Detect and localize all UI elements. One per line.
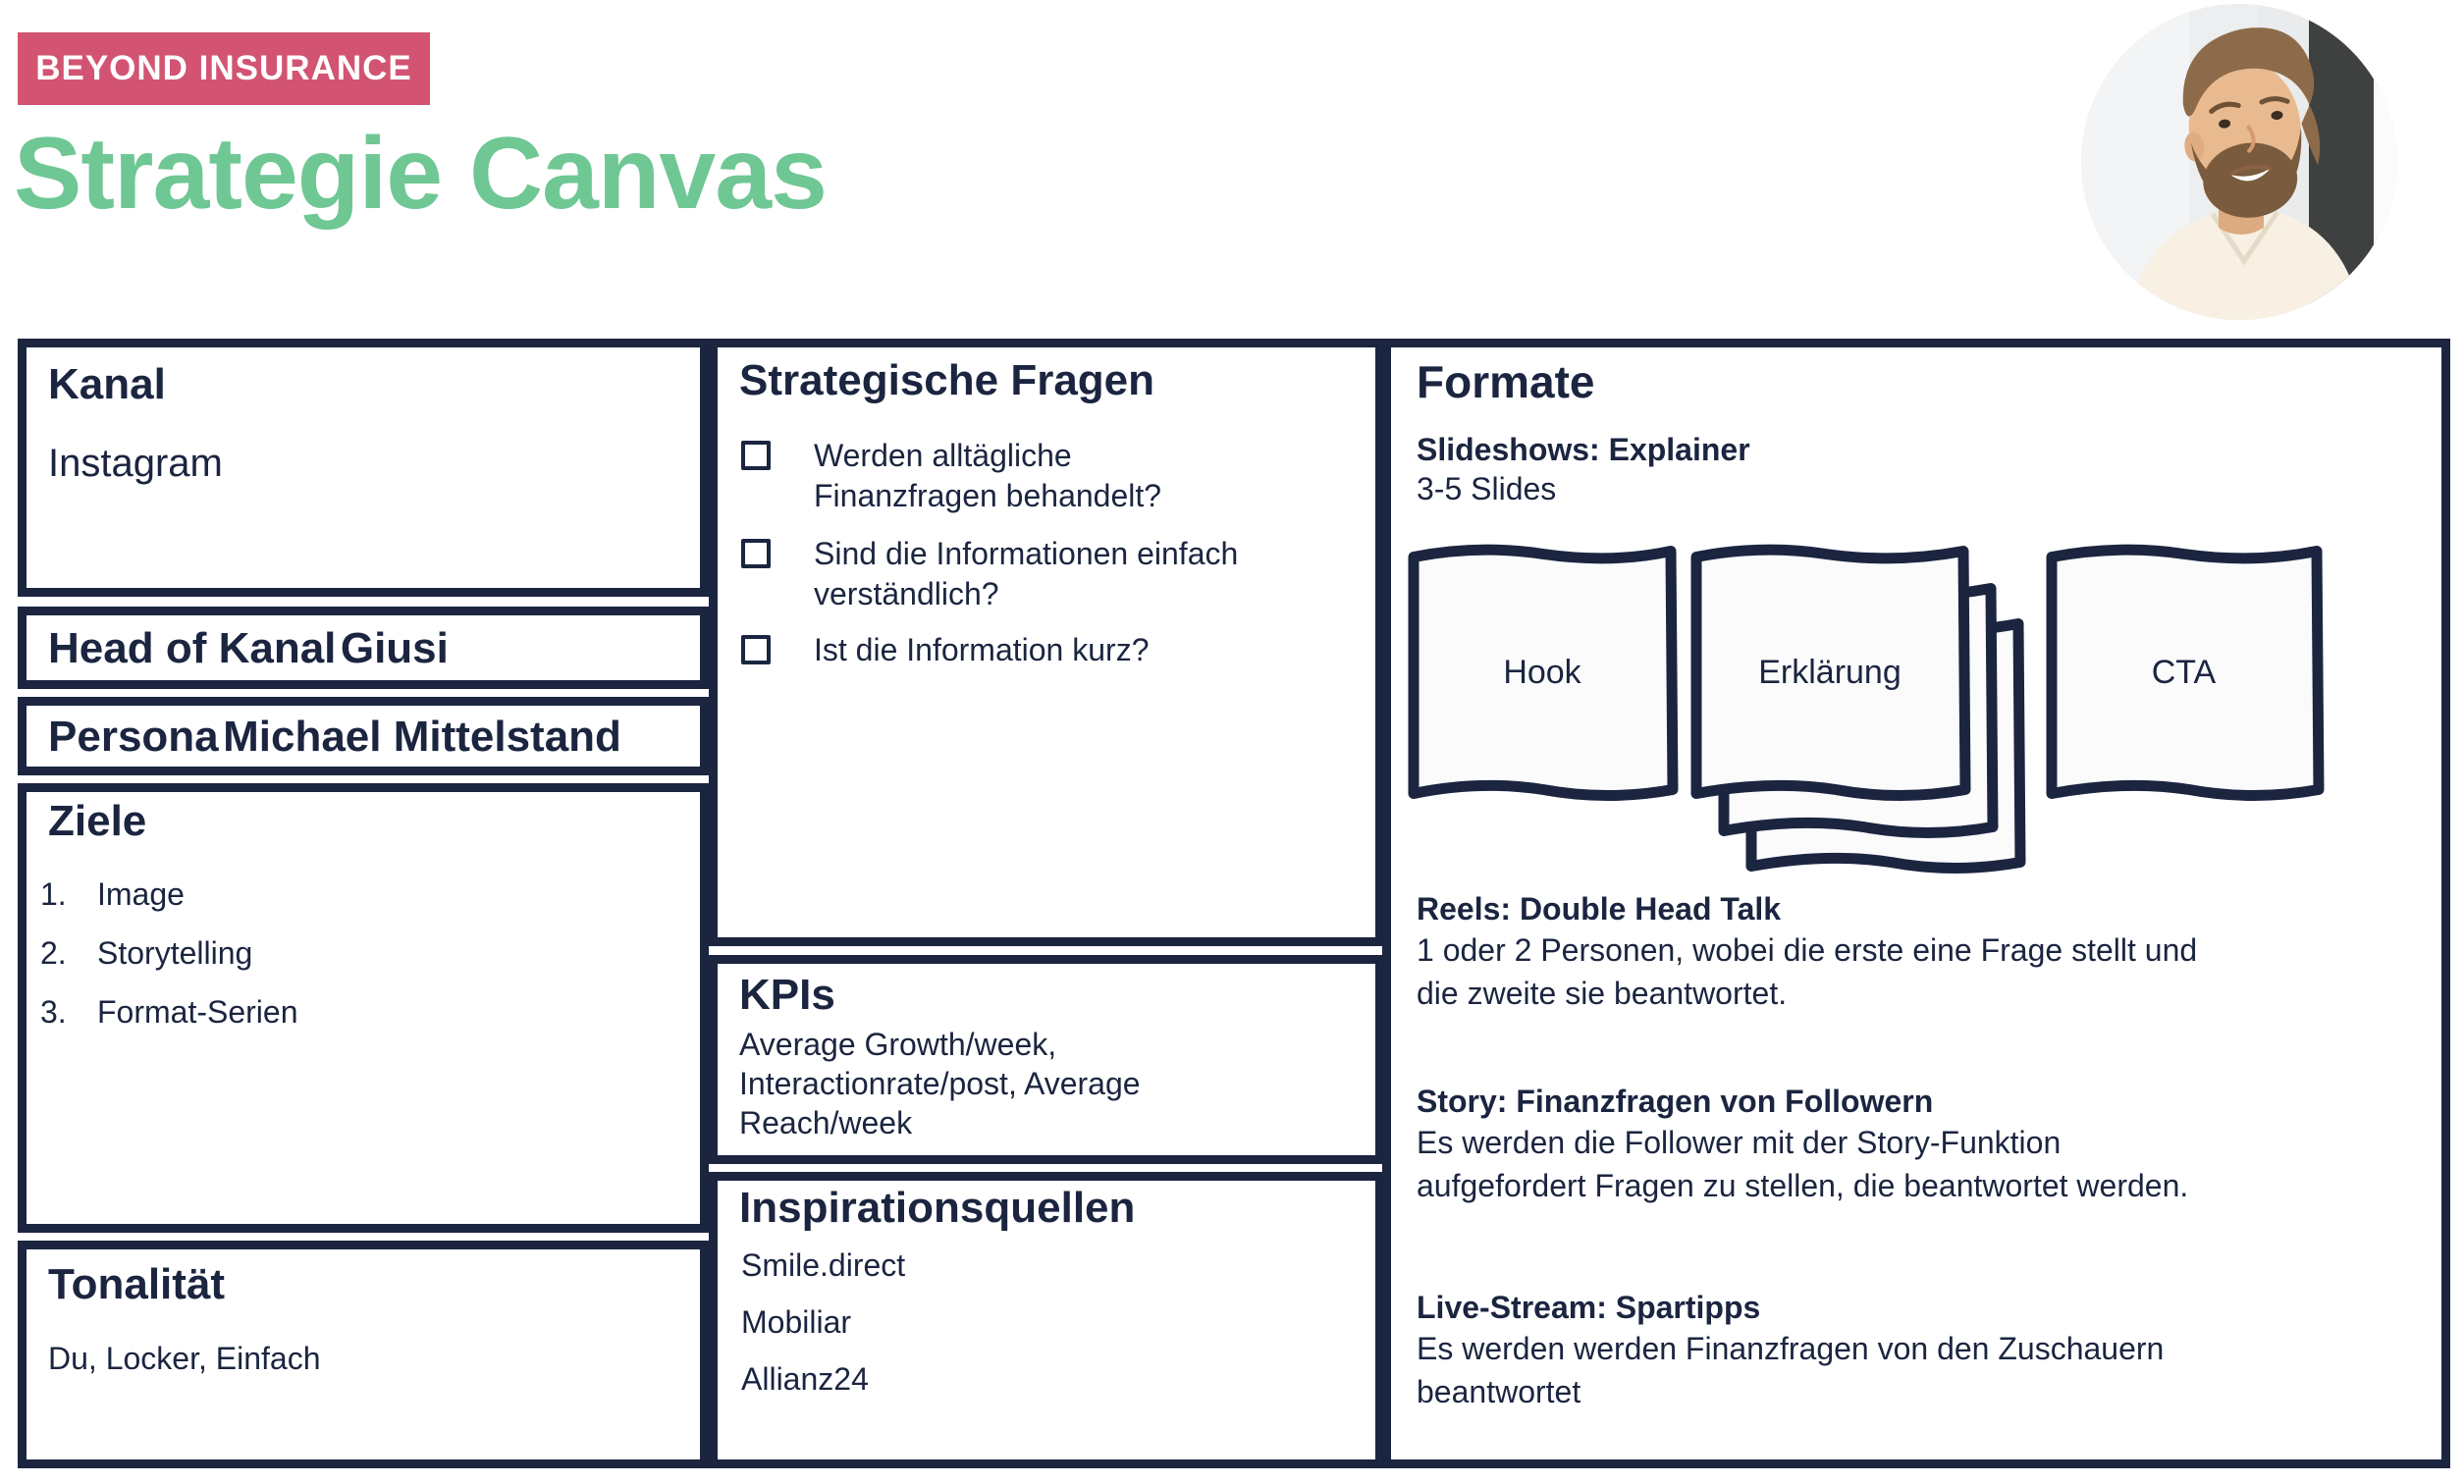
slide-boxes-drawing (1408, 544, 2325, 874)
format-section-body: Es werden die Follower mit der Story-Fun… (1417, 1125, 2189, 1203)
head-of-kanal-heading: Head of Kanal (48, 624, 337, 672)
inspirationsquellen-heading: Inspirationsquellen (739, 1184, 1136, 1232)
format-section-title: Live-Stream: Spartipps (1417, 1290, 1761, 1325)
brand-badge: BEYOND INSURANCE (18, 32, 430, 105)
slideshow-title: Slideshows: Explainer (1417, 432, 1750, 467)
list-item: 2. Storytelling (40, 935, 252, 972)
checklist-text: Ist die Information kurz? (814, 632, 1150, 667)
slide-label-cta: CTA (2151, 654, 2217, 691)
persona-value: Michael Mittelstand (223, 713, 621, 761)
persona-box: Persona Michael Mittelstand (18, 697, 709, 775)
checkbox-icon (741, 441, 771, 470)
format-section-body: 1 oder 2 Personen, wobei die erste eine … (1417, 932, 2198, 1011)
format-section-livestream: Live-Stream: Spartipps Es werden werden … (1417, 1288, 2251, 1413)
strategische-fragen-heading: Strategische Fragen (739, 356, 1155, 404)
kpis-heading: KPIs (739, 971, 835, 1019)
format-section-reels: Reels: Double Head Talk 1 oder 2 Persone… (1417, 889, 2251, 1015)
kpis-value: Average Growth/week, Interactionrate/pos… (739, 1027, 1141, 1141)
checklist-item: Werden alltägliche Finanzfragen behandel… (741, 436, 1256, 516)
profile-photo-illustration (2081, 4, 2397, 320)
slideshow-subtitle: 3-5 Slides (1417, 471, 1557, 506)
page-title: Strategie Canvas (14, 117, 828, 231)
kpis-box: KPIs Average Growth/week, Interactionrat… (709, 955, 1384, 1164)
list-item: 3. Format-Serien (40, 994, 298, 1031)
slide-label-hook: Hook (1503, 654, 1581, 691)
list-number: 1. (40, 876, 67, 912)
checkbox-icon (741, 635, 771, 664)
tonalitaet-heading: Tonalität (48, 1260, 226, 1308)
format-section-story: Story: Finanzfragen von Followern Es wer… (1417, 1082, 2251, 1207)
list-item: Mobiliar (741, 1304, 852, 1340)
list-item: Allianz24 (741, 1361, 869, 1397)
list-item: 1. Image (40, 876, 185, 913)
list-text: Image (97, 876, 185, 912)
persona-heading: Persona (48, 713, 219, 761)
checklist-item: Ist die Information kurz? (741, 630, 1256, 670)
profile-photo (2081, 4, 2397, 320)
inspirationsquellen-box: Inspirationsquellen Smile.direct Mobilia… (709, 1172, 1384, 1468)
format-section-title: Story: Finanzfragen von Followern (1417, 1084, 1934, 1119)
ziele-heading: Ziele (48, 797, 147, 845)
list-text: Storytelling (97, 935, 253, 971)
formate-heading: Formate (1417, 356, 1595, 407)
list-text: Format-Serien (97, 994, 298, 1030)
head-of-kanal-box: Head of Kanal Giusi (18, 607, 709, 689)
kanal-heading: Kanal (48, 360, 166, 408)
list-item: Smile.direct (741, 1247, 906, 1283)
format-section-body: Es werden werden Finanzfragen von den Zu… (1417, 1331, 2165, 1409)
slideshow-sketch: Hook Erklärung CTA (1401, 536, 2343, 879)
kanal-value: Instagram (48, 442, 223, 486)
list-number: 3. (40, 994, 67, 1030)
ziele-box: Ziele 1. Image 2. Storytelling 3. Format… (18, 783, 709, 1233)
checklist-text: Werden alltägliche Finanzfragen behandel… (814, 438, 1162, 513)
checklist-item: Sind die Informationen einfach verständl… (741, 534, 1256, 614)
strategische-fragen-box: Strategische Fragen Werden alltägliche F… (709, 339, 1384, 946)
tonalitaet-value: Du, Locker, Einfach (48, 1341, 321, 1377)
tonalitaet-box: Tonalität Du, Locker, Einfach (18, 1241, 709, 1468)
format-section-title: Reels: Double Head Talk (1417, 891, 1782, 927)
kanal-box: Kanal Instagram (18, 339, 709, 597)
head-of-kanal-value: Giusi (340, 624, 449, 672)
list-number: 2. (40, 935, 67, 971)
slide-label-erklaerung: Erklärung (1758, 654, 1902, 691)
checklist-text: Sind die Informationen einfach verständl… (814, 536, 1239, 611)
formate-box: Formate Slideshows: Explainer 3-5 Slides… (1382, 339, 2450, 1468)
checkbox-icon (741, 539, 771, 568)
